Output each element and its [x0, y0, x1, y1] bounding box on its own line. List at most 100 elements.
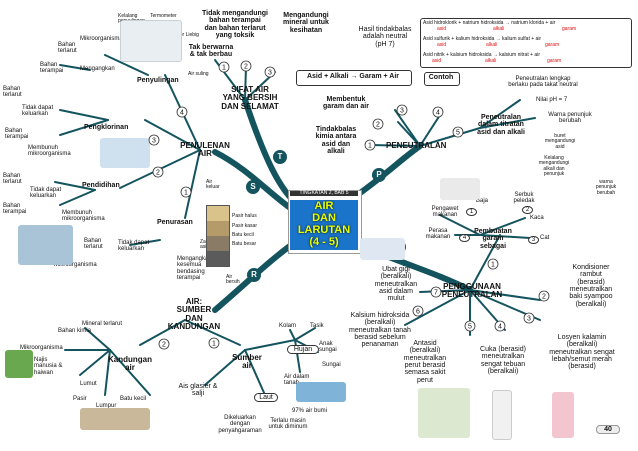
- marker-penggunaan-2: 2: [542, 294, 546, 301]
- marker-sifat-2: 2: [244, 64, 248, 71]
- tasik: Tasik: [310, 323, 324, 329]
- letter-t-circle: [273, 150, 287, 164]
- pasir: Pasir: [73, 396, 87, 402]
- batu-besar-label: Batu besar: [232, 241, 257, 247]
- cuka: Cuka (berasid) meneutralkan sengat tebua…: [480, 346, 526, 376]
- marker-penggunaan-5: 5: [468, 324, 472, 331]
- letter-s: S: [250, 182, 256, 191]
- rocks-image: [80, 408, 150, 430]
- pengawet: Pengawet makanan: [431, 206, 459, 219]
- sifat-b2: Tak berwarna & tak berbau: [188, 44, 234, 59]
- marker-peneutralan-3: 3: [400, 108, 404, 115]
- boiling-image: [18, 225, 73, 265]
- marker-penggunaan-4: 4: [498, 324, 502, 331]
- chlorine-image: [100, 138, 150, 168]
- pembuatan-marker-2: 2: [522, 206, 533, 215]
- penurasan-label: Penurasan: [157, 219, 193, 226]
- eq1-asid: asid: [437, 26, 447, 32]
- tidak-dapat-3: Tidak dapat keluarkan: [118, 240, 150, 253]
- kelalang-alkali: Kelalang mengandungi alkali dan penunjuk: [538, 155, 570, 177]
- marker-penggunaan-6: 6: [416, 309, 420, 316]
- pembuatan-marker-4: 4: [459, 234, 470, 243]
- penggunaan-title: PENGGUNAAN PENEUTRALAN: [441, 282, 503, 300]
- marker-peneutralan-5: 5: [456, 130, 460, 137]
- eq1-garam: garam: [562, 26, 577, 32]
- letter-p-circle: [372, 168, 386, 182]
- mengangkan-2: Mengangkan kesemua bendasing terampai: [177, 256, 212, 281]
- sifat-title: SIFAT AIR YANG BERSIH DAN SELAMAT: [221, 85, 279, 111]
- marker-peneutralan-1: 1: [368, 143, 372, 150]
- marker-penulenan-4: 4: [180, 110, 184, 117]
- equation-1: Asid hidroklorik + natrium hidroksida → …: [423, 20, 556, 26]
- tidak-dapat-2: Tidak dapat keluarkan: [30, 187, 62, 200]
- marker-sumber-2: 2: [162, 342, 166, 349]
- antasid: Antasid (beralkali) meneutralkan perut b…: [403, 340, 447, 384]
- filter-column-image: [206, 205, 230, 267]
- contoh: Contoh: [428, 74, 454, 81]
- pembuatan-marker-1: 1: [466, 208, 477, 217]
- persamaan: Asid + Alkali → Garam + Air: [306, 73, 400, 80]
- air-bersih-label: Air bersih: [226, 274, 240, 286]
- penyulingan-label: Penyulingan: [137, 77, 179, 84]
- air-keluar-label: Air keluar: [206, 179, 220, 191]
- air-bumi: 97% air bumi: [292, 408, 328, 414]
- ais-glasier: Ais glasier & salji: [178, 383, 218, 398]
- peneutralan-title: PENEUTRALAN: [386, 141, 447, 150]
- equation-3: Asid nitrik + kalsium hidroksida → kalsi…: [423, 52, 540, 58]
- hujan-label: Hujan: [287, 345, 319, 355]
- tidak-dapat-1: Tidak dapat keluarkan: [22, 105, 54, 118]
- microbe-image: [5, 350, 33, 378]
- equation-list-box: [420, 18, 632, 68]
- letter-p: P: [376, 170, 382, 179]
- kalsium: Kalsium hidroksida (beralkali) meneutral…: [349, 312, 411, 349]
- pembuatan-marker-3: 3: [528, 236, 539, 245]
- sumber-title: AIR: SUMBER DAN KANDUNGAN: [167, 297, 221, 332]
- tindakbalas-kimia: Tindakbalas kimia antara asid dan alkali: [315, 126, 357, 156]
- pembuatan-title: Pembuatan garam sebagai: [474, 228, 512, 250]
- terlalu-masin: Terlalu masin untuk diminum: [268, 418, 308, 431]
- bahan-terlarut-2: Bahan terlarut: [3, 86, 22, 99]
- kondisioner: Kondisioner rambut (berasid) meneutralka…: [569, 264, 613, 308]
- eq3-alkali: alkali: [485, 58, 497, 64]
- laut-label: Laut: [254, 393, 278, 403]
- warna-penunjuk-2: warna penunjuk berubah: [595, 179, 617, 196]
- chapter-tag: TINGKATAN 2, BAB 5: [290, 190, 358, 197]
- letter-r: R: [251, 270, 257, 279]
- losyen: Losyen kalamin (beralkali) meneutralkan …: [549, 334, 615, 371]
- marker-penulenan-2: 2: [156, 170, 160, 177]
- batu-kecil-2: Batu kecil: [120, 396, 147, 402]
- bahan-terampai-label: Bahan terampai: [40, 62, 64, 75]
- marker-sifat-1: 1: [222, 65, 226, 72]
- membentuk: Membentuk garam dan air: [323, 96, 369, 111]
- letter-s-circle: [246, 180, 260, 194]
- batu-kecil-label: Batu kecil: [232, 232, 254, 238]
- najis: Najis manusia & haiwan: [34, 357, 63, 376]
- kolam: Kolam: [279, 323, 297, 329]
- mikroorganisma-2: Mikroorganisma: [54, 262, 97, 268]
- dikeluarkan: Dikeluarkan dengan penyahgaraman: [218, 415, 262, 434]
- distillation-image: [120, 20, 182, 62]
- lengkap: Peneutralan lengkap berlaku pada takat n…: [508, 76, 578, 89]
- bahan-terlarut-4: Bahan terlarut: [84, 238, 103, 251]
- pasir-halus-label: Pasir halus: [232, 213, 257, 219]
- sungai: Sungai: [322, 362, 341, 368]
- pendidihan-label: Pendidihan: [82, 182, 120, 189]
- kandungan-label: Kandungan air: [108, 355, 152, 373]
- marker-penggunaan-3: 3: [527, 316, 531, 323]
- eq2-alkali: alkali: [486, 42, 498, 48]
- marker-penulenan-1: 1: [184, 190, 188, 197]
- titratan: Peneutralan dalam titratan asid dan alka…: [477, 114, 525, 136]
- bahan-terampai-3: Bahan terampai: [3, 203, 27, 216]
- nilai-ph: Nilai pH = 7: [536, 97, 568, 103]
- warna-penunjuk: Warna penunjuk berubah: [548, 112, 592, 125]
- eq1-alkali: alkali: [493, 26, 505, 32]
- letter-r-circle: [247, 268, 261, 282]
- membunuh-1: Membunuh mikroorganisma: [28, 145, 71, 158]
- penulenan-title: PENULENAN AIR: [180, 141, 230, 159]
- pasir-kasar-label: Pasir kasar: [232, 223, 258, 229]
- marker-sumber-1: 1: [212, 341, 216, 348]
- termometer-label: Termometer: [150, 13, 177, 19]
- eq2-garam: garam: [545, 42, 560, 48]
